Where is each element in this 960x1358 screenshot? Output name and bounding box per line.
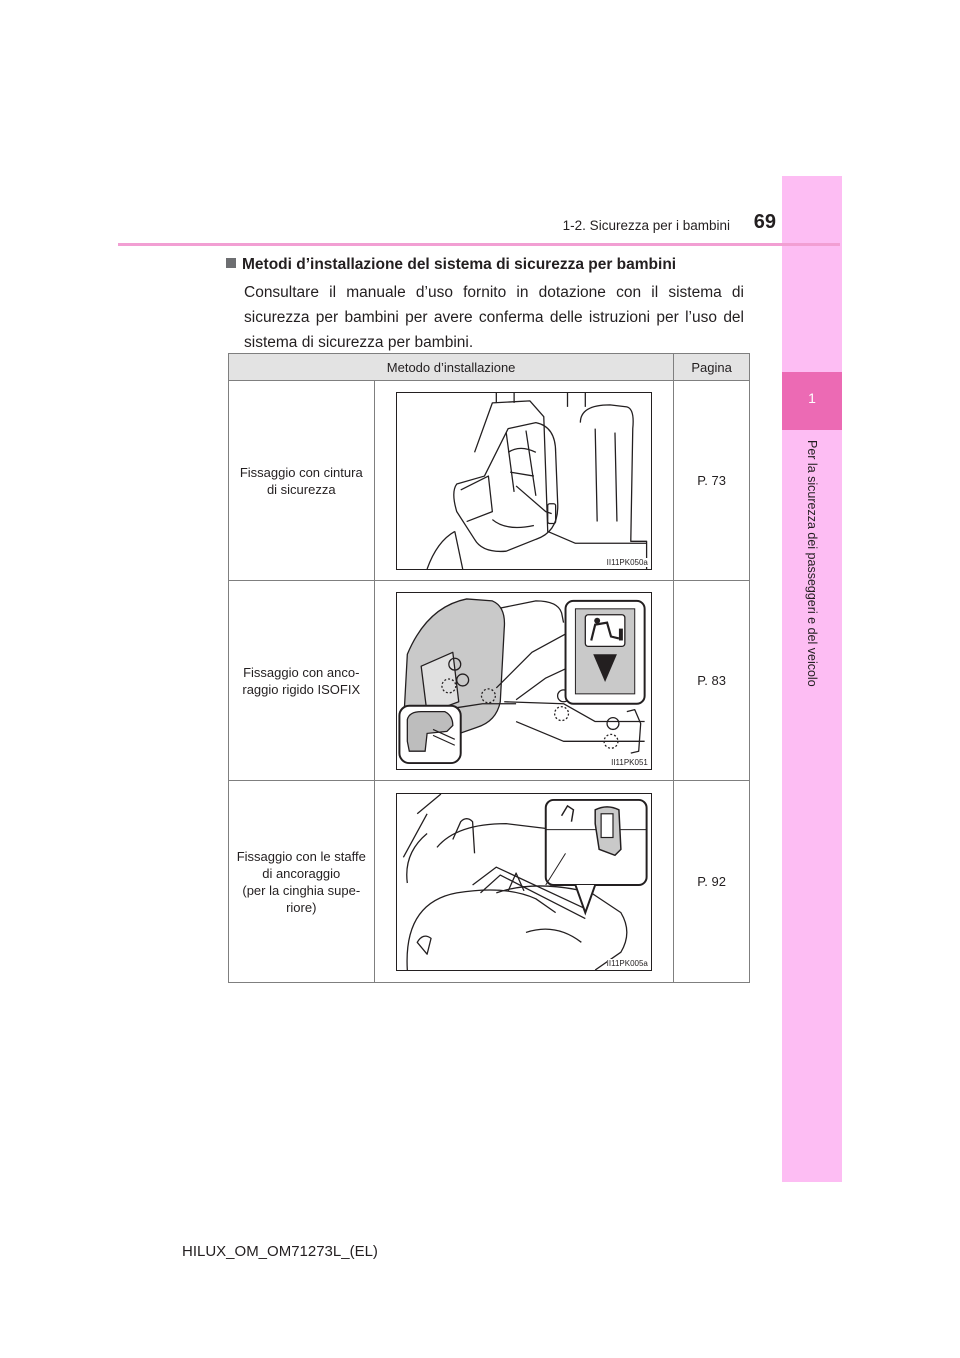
intro-paragraph: Consultare il manuale d’uso fornito in d…	[244, 284, 744, 351]
page-reference: P. 92	[673, 780, 750, 983]
installation-methods-table: Metodo d’installazione Pagina Fissaggio …	[227, 353, 750, 983]
method-cell: Fissaggio con le staffe di ancoraggio (p…	[228, 780, 375, 983]
figure-code: II11PK051	[611, 757, 648, 767]
isofix-child-seat-illustration	[398, 597, 646, 764]
method-line: (per la cinghia supe-	[242, 882, 361, 898]
seatbelt-child-seat-illustration	[426, 392, 648, 569]
page-number: 69	[753, 211, 776, 233]
figure-cell: II11PK050a	[373, 380, 675, 581]
seatbelt-installation-figure: II11PK050a	[395, 391, 652, 570]
side-tab	[782, 176, 842, 1182]
side-tab-chapter-title: Per la sicurezza dei passeggeri e del ve…	[805, 440, 819, 687]
page-reference: P. 73	[673, 380, 750, 581]
figure-code: II11PK005a	[606, 958, 648, 968]
isofix-installation-figure: II11PK051	[395, 591, 652, 770]
page-reference: P. 83	[673, 580, 750, 781]
tether-anchor-installation-figure: II11PK005a	[395, 792, 652, 971]
method-line: Fissaggio con cintura	[239, 464, 363, 480]
figure-cell: II11PK005a	[373, 780, 675, 983]
square-bullet-icon	[226, 258, 236, 268]
table-header-row: Metodo d’installazione Pagina	[227, 353, 750, 381]
header-method: Metodo d’installazione	[227, 353, 675, 381]
method-line: riore)	[286, 899, 317, 915]
figure-cell: II11PK051	[373, 580, 675, 781]
figure-code: II11PK050a	[606, 557, 648, 567]
table-row: Fissaggio con le staffe di ancoraggio (p…	[228, 780, 750, 983]
section-heading: Metodi d’installazione del sistema di si…	[226, 256, 676, 274]
method-line: raggio rigido ISOFIX	[242, 681, 361, 697]
method-line: Fissaggio con anco-	[243, 664, 360, 680]
method-line: Fissaggio con le staffe	[236, 848, 366, 864]
side-tab-chapter-marker	[782, 372, 842, 430]
table-row: Fissaggio con anco- raggio rigido ISOFIX	[228, 580, 750, 781]
header-page: Pagina	[673, 353, 750, 381]
method-cell: Fissaggio con cintura di sicurezza	[228, 380, 375, 581]
side-tab-chapter-number: 1	[808, 390, 816, 406]
header-section-title: 1-2. Sicurezza per i bambini	[562, 218, 730, 233]
tether-anchor-illustration	[402, 793, 648, 970]
method-line: di sicurezza	[266, 481, 336, 497]
method-line: di ancoraggio	[262, 865, 341, 881]
section-heading-text: Metodi d’installazione del sistema di si…	[242, 256, 677, 273]
table-row: Fissaggio con cintura di sicurezza	[228, 380, 750, 581]
header-rule	[118, 243, 840, 246]
method-cell: Fissaggio con anco- raggio rigido ISOFIX	[228, 580, 375, 781]
document-code: HILUX_OM_OM71273L_(EL)	[182, 1243, 378, 1260]
